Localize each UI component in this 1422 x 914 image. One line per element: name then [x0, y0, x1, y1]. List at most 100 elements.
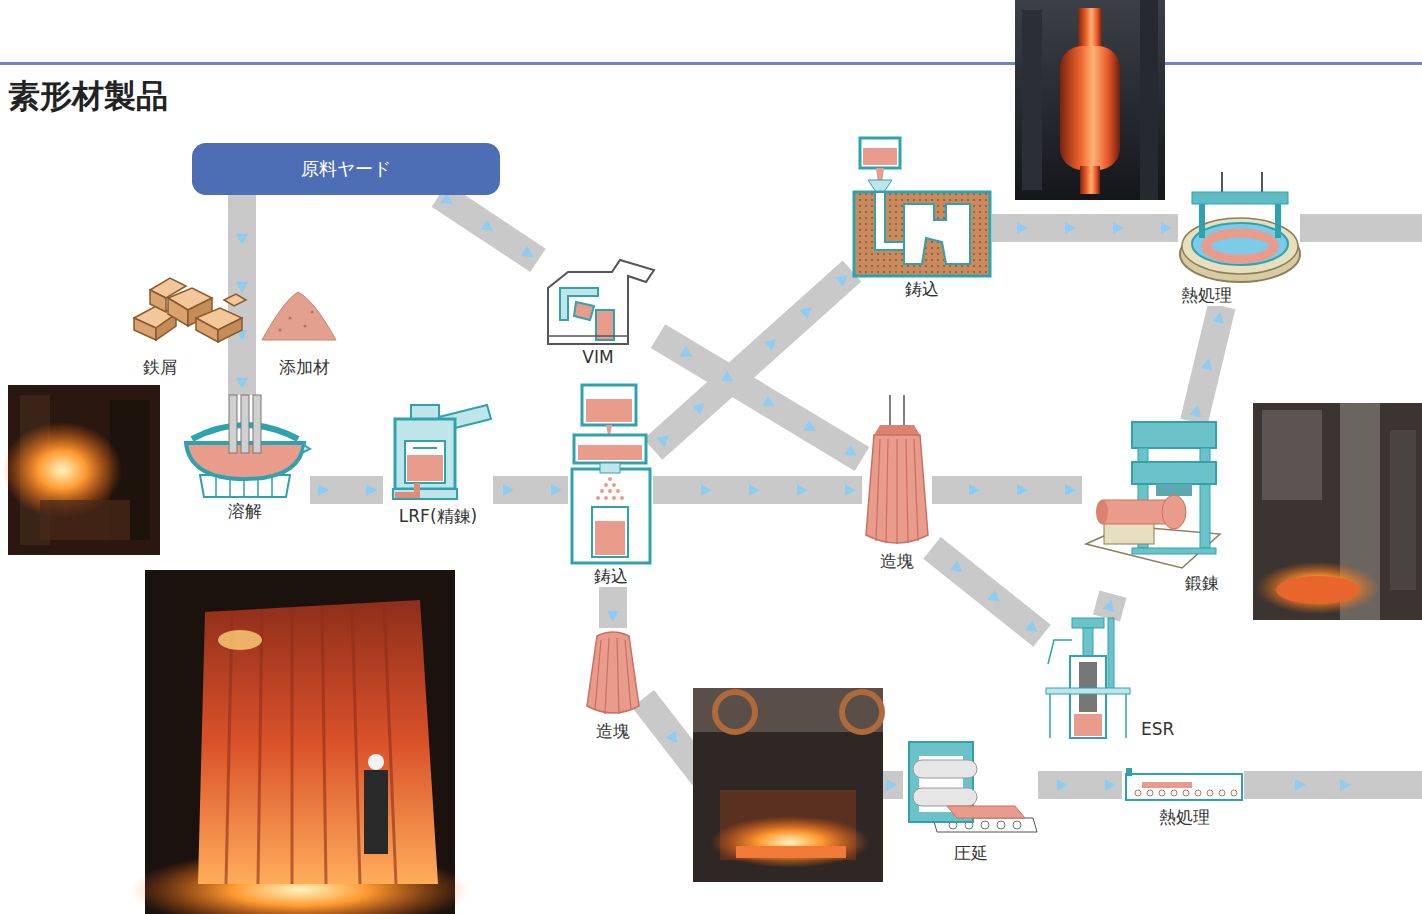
arrow-head: [1105, 779, 1116, 791]
ladle-refining-furnace-illustration: [395, 419, 455, 489]
arrow-head: [742, 779, 753, 791]
arrow-head: [1025, 620, 1041, 636]
flow-band: [1244, 228, 1422, 791]
esr-furnace-illustration: [1083, 628, 1093, 658]
arrow-head: [1103, 598, 1117, 612]
casting-station-illustration: [612, 483, 616, 487]
casting-station-illustration: [604, 496, 608, 500]
material-yard-box: 原料ヤード: [192, 143, 500, 195]
arrow-head: [1065, 484, 1076, 496]
casting-station-illustration: [582, 385, 636, 425]
photo-reheating-furnace: [842, 692, 882, 732]
flow-band: [310, 476, 383, 504]
heat-treatment-furnace-illustration: [1122, 768, 1247, 806]
arrow-head: [440, 193, 456, 209]
flow-band: [1107, 594, 1113, 618]
ingot-making-illustration: [889, 395, 891, 425]
ladle-refining-furnace-illustration: [383, 405, 493, 505]
process-label: LRF(精錬): [396, 505, 480, 527]
arrow-head: [1065, 222, 1076, 234]
arrow-head: [480, 219, 496, 235]
esr-furnace-illustration: [1079, 662, 1097, 712]
heat-treatment-furnace-illustration: [1231, 790, 1237, 796]
arrow-head: [666, 731, 682, 747]
rolling-mill-illustration: [903, 742, 1038, 842]
arrow-head: [844, 445, 860, 461]
arrow-head: [969, 484, 980, 496]
vacuum-induction-melting-illustration: [548, 260, 654, 344]
scrap-pile: [224, 294, 246, 306]
arrow-head: [1057, 779, 1068, 791]
photo-roll-casting: [1015, 0, 1165, 200]
casting-station-illustration: [604, 483, 608, 487]
arrow-head: [236, 234, 248, 245]
forging-press-illustration: [1082, 422, 1222, 572]
flow-connector: [932, 548, 1042, 637]
header-rule: [0, 62, 1422, 65]
casting-station-illustration: [608, 477, 612, 481]
flow-band: [992, 214, 1178, 242]
flow-band: [658, 336, 862, 459]
esr-furnace-illustration: [1072, 618, 1104, 628]
sand-casting-illustration: [868, 180, 892, 192]
forging-press-illustration: [1132, 548, 1216, 554]
casting-station-illustration: [596, 496, 600, 500]
process-label: 溶解: [225, 500, 265, 522]
ingot-making-illustration: [874, 425, 920, 435]
arrow-head: [1017, 484, 1028, 496]
scrap-pile: [134, 318, 156, 340]
scrap-pile: [150, 290, 166, 312]
photo-roll-casting: [1080, 166, 1100, 194]
flow-connector: [1103, 594, 1117, 618]
photo-reheating-furnace: [710, 816, 870, 868]
casting-station-illustration: [578, 445, 642, 460]
forging-press-illustration: [1104, 522, 1154, 544]
casting-station-illustration: [592, 507, 628, 557]
scrap-pile: [168, 298, 188, 326]
ladle-refining-furnace-illustration: [407, 455, 443, 481]
scrap-pile: [196, 308, 242, 330]
rolling-mill-illustration: [913, 788, 977, 806]
flow-connector: [653, 484, 862, 496]
photo-forging: [1276, 576, 1360, 604]
heat-treatment-furnace-illustration: [1183, 790, 1189, 796]
heat-treatment-furnace-illustration: [1126, 774, 1242, 800]
ladle-refining-furnace-illustration: [413, 447, 437, 449]
ingot-making: 造塊: [862, 395, 932, 572]
sand-casting-illustration: [875, 192, 904, 250]
heat-treatment-furnace-illustration: [1207, 790, 1213, 796]
photo-ingot: [130, 570, 470, 914]
flow-connector: [653, 271, 852, 450]
heat-treatment-furnace-illustration: [1126, 768, 1132, 776]
melting-furnace-illustration: [180, 395, 310, 500]
process-label: ESR: [1138, 718, 1177, 740]
flow-band: [653, 476, 862, 504]
esr-furnace-illustration: [1050, 694, 1126, 738]
heat-treatment-furnace-illustration: [1195, 790, 1201, 796]
melting-furnace-illustration: [241, 395, 249, 453]
page-title: 素形材製品: [8, 78, 168, 115]
scrap-pile: [134, 278, 246, 342]
arrow-head: [1190, 404, 1204, 417]
ladle-refining-furnace-illustration: [411, 405, 439, 419]
flow-band: [228, 195, 256, 395]
photo-ingot: [368, 754, 384, 770]
arrow-head: [521, 246, 537, 262]
casting-station-illustration: [616, 489, 620, 493]
scrap-pile: [156, 314, 176, 340]
sand-casting-illustration: [852, 138, 992, 278]
material-label: 添加材: [276, 356, 333, 378]
flow-connector: [1190, 306, 1227, 422]
material-label: 鉄屑: [140, 356, 180, 378]
photo-roll-casting: [1078, 8, 1102, 52]
photo-melting-furnace: [20, 395, 50, 545]
flow-connector: [1038, 779, 1122, 791]
flow-connector: [439, 193, 538, 262]
arrow-head: [749, 484, 760, 496]
casting-station-illustration: [600, 489, 604, 493]
casting-station: 鋳込: [568, 385, 653, 587]
photo-reheating-furnace: [693, 688, 883, 882]
heat-treatment-tank-illustration: [1178, 172, 1303, 284]
ingot-making-illustration: [583, 628, 643, 720]
casting-station-illustration: [596, 477, 624, 500]
